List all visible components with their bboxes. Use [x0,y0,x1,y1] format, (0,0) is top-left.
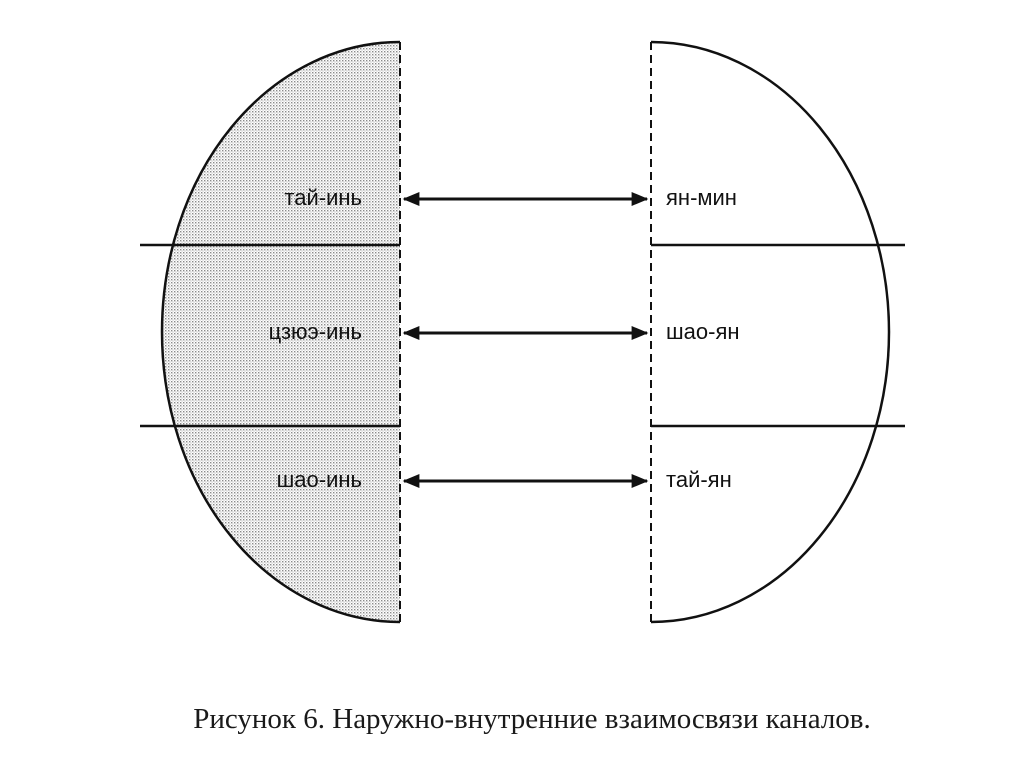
yang-arc-outline [650,40,891,624]
label-jue-yin: цзюэ-инь [269,319,362,344]
figure-caption: Рисунок 6. Наружно-внутренние взаимосвяз… [193,703,871,735]
label-yang-ming: ян-мин [666,185,737,210]
yin-half-disk [162,42,400,622]
yang-half-disk [651,42,889,622]
label-tai-yang: тай-ян [666,467,732,492]
label-shao-yang: шао-ян [666,319,740,344]
label-shao-yin: шао-инь [277,467,362,492]
label-tai-yin: тай-инь [284,185,362,210]
yin-arc-outline [160,40,401,624]
